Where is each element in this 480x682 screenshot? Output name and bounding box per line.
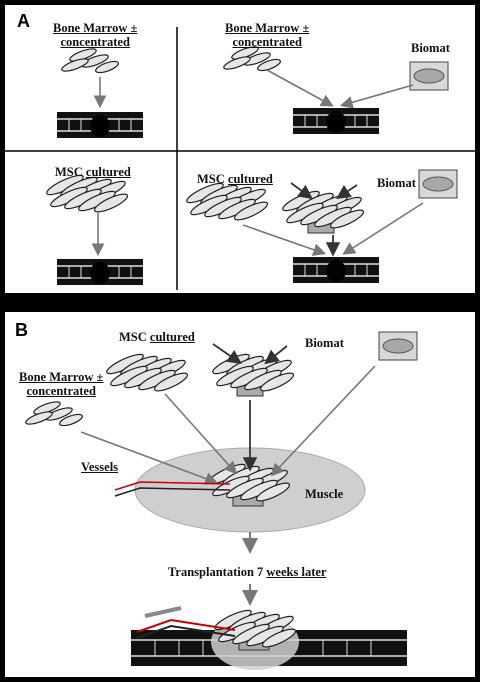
bone-icon: [56, 111, 144, 139]
cells-icon: [104, 350, 191, 395]
msc-cultured-label: MSC cultured: [119, 330, 195, 344]
msc-cultured-label: MSC cultured: [55, 165, 131, 179]
bone-icon: [292, 107, 380, 135]
cells-icon: [210, 350, 297, 395]
biomat-label: Biomat: [377, 176, 416, 190]
cells-icon: [23, 398, 85, 429]
msc-cultured-label: MSC cultured: [197, 172, 273, 186]
biomat-label: Biomat: [305, 336, 344, 350]
biomat-label: Biomat: [411, 41, 450, 55]
panel-b-artwork: [23, 331, 418, 670]
biomat-icon: [378, 331, 418, 361]
panel-a: A: [3, 3, 477, 295]
panel-b: B: [3, 310, 477, 679]
cells-icon: [59, 45, 121, 76]
biomat-icon: [409, 61, 449, 91]
biomat-icon: [418, 169, 458, 199]
bone-icon: [131, 606, 407, 670]
panel-a-letter: A: [17, 11, 30, 31]
bone-marrow-label: Bone Marrow ±concentrated: [19, 370, 104, 398]
bone-icon: [56, 258, 144, 286]
bone-icon: [292, 256, 380, 284]
vessels-label: Vessels: [81, 460, 119, 474]
transplantation-label: Transplantation 7 weeks later: [168, 565, 327, 579]
cells-icon: [184, 179, 271, 224]
bone-marrow-label: Bone Marrow ±concentrated: [53, 21, 138, 49]
panel-a-artwork: [5, 27, 475, 290]
panel-b-letter: B: [15, 320, 28, 340]
cells-icon: [280, 187, 367, 232]
bone-marrow-label: Bone Marrow ±concentrated: [225, 21, 310, 49]
vessel-line: [114, 487, 231, 497]
vessel-line: [114, 481, 231, 491]
muscle-label: Muscle: [305, 487, 344, 501]
